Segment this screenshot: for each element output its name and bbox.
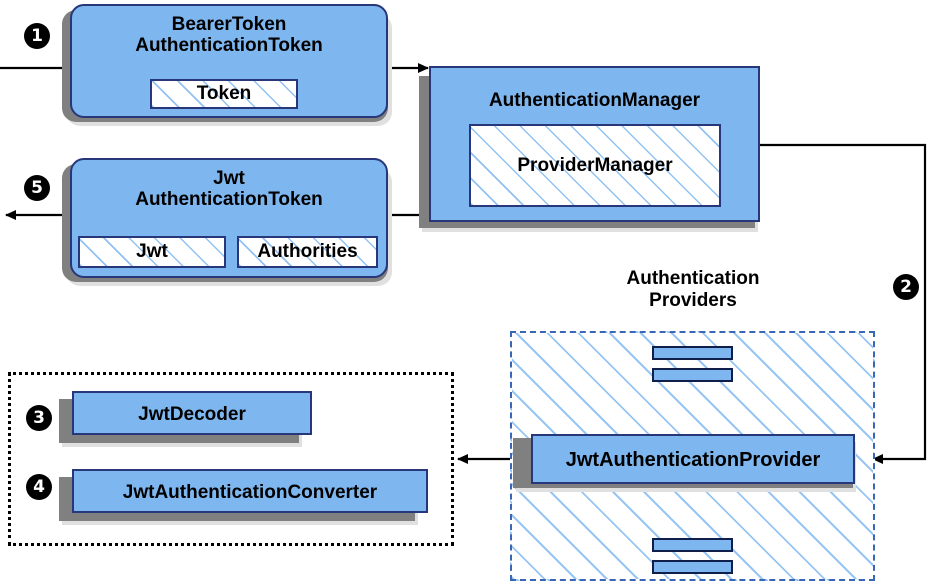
bearer-token-title: BearerToken AuthenticationToken <box>72 14 386 57</box>
jwt-token-title-line1: Jwt <box>213 168 245 189</box>
bearer-token-slot-token[interactable]: Token <box>150 79 298 109</box>
jwt-decoder-title: JwtDecoder <box>138 404 246 425</box>
provider-manager-label: ProviderManager <box>517 154 673 176</box>
provider-stub-top-1 <box>652 346 733 360</box>
jwt-token-slot-jwt-label: Jwt <box>136 241 168 262</box>
authentication-providers-label: Authentication Providers <box>568 268 818 311</box>
jwt-authentication-converter-title: JwtAuthenticationConverter <box>122 482 378 503</box>
provider-stub-bottom-1 <box>652 538 733 552</box>
bearer-token-title-line1: BearerToken <box>171 14 287 35</box>
jwt-support-components-region <box>8 372 454 546</box>
step-badge-3: 3 <box>26 405 52 431</box>
step-badge-2: 2 <box>893 274 919 300</box>
step-badge-4: 4 <box>26 474 52 500</box>
jwt-authentication-provider-node[interactable]: JwtAuthenticationProvider <box>531 434 855 484</box>
step-badge-5: 5 <box>24 175 50 201</box>
provider-stub-bottom-2 <box>652 560 733 574</box>
jwt-authentication-provider-title: JwtAuthenticationProvider <box>565 449 821 471</box>
authentication-providers-label-line2: Providers <box>649 289 737 311</box>
provider-stub-top-2 <box>652 368 733 382</box>
jwt-authentication-converter-node[interactable]: JwtAuthenticationConverter <box>72 469 428 513</box>
line-manager-to-provider <box>760 143 927 464</box>
bearer-token-title-line2: AuthenticationToken <box>135 35 323 57</box>
jwt-token-title: Jwt AuthenticationToken <box>72 168 386 211</box>
step-badge-1: 1 <box>24 23 50 49</box>
authentication-manager-title: AuthenticationManager <box>488 90 701 111</box>
jwt-token-slot-authorities-label: Authorities <box>257 241 358 262</box>
jwt-token-slot-jwt[interactable]: Jwt <box>78 236 226 268</box>
bearer-token-slot-token-label: Token <box>196 83 252 104</box>
authentication-manager-slot-provider-manager[interactable]: ProviderManager <box>469 124 721 207</box>
authentication-providers-label-line1: Authentication <box>626 268 760 289</box>
jwt-decoder-node[interactable]: JwtDecoder <box>72 391 312 435</box>
jwt-token-title-line2: AuthenticationToken <box>135 189 323 211</box>
jwt-token-slot-authorities[interactable]: Authorities <box>237 236 378 268</box>
